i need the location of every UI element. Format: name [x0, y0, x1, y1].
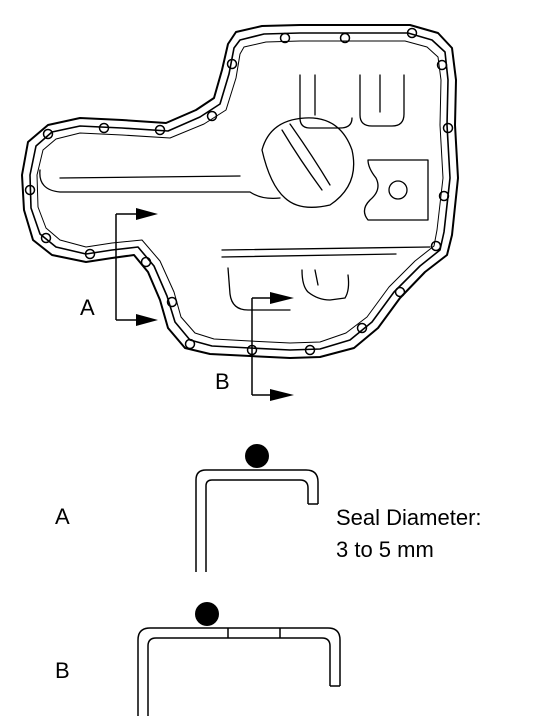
section-indicator-b: [251, 292, 294, 401]
section-b-arrow-upper: [270, 292, 294, 304]
section-b-profile-inner: [147, 637, 331, 716]
seal-diameter-note-line2: 3 to 5 mm: [336, 537, 434, 562]
section-b-profile-outer: [137, 627, 341, 716]
oil-pan-top-view: [21, 24, 459, 359]
cross-section-b: [137, 602, 341, 716]
section-b-label: B: [215, 369, 230, 394]
section-a-arrow-upper: [136, 208, 158, 220]
section-a-title: A: [55, 504, 70, 529]
pan-interior-features: [39, 74, 431, 311]
pan-innermost-line: [36, 40, 444, 344]
cross-section-a: [195, 444, 319, 572]
section-a-arrow-lower: [136, 314, 158, 326]
section-b-arrow-lower: [270, 389, 294, 401]
section-a-label: A: [80, 295, 95, 320]
bolt-holes: [24, 27, 454, 356]
section-a-seal-bead: [245, 444, 269, 468]
seal-diameter-note-line1: Seal Diameter:: [336, 505, 482, 530]
section-a-profile-outer: [195, 469, 319, 572]
section-b-seal-bead: [195, 602, 219, 626]
pan-outer-flange: [21, 24, 459, 359]
section-b-title: B: [55, 658, 70, 683]
section-a-profile-inner: [205, 479, 309, 572]
section-indicator-a: [115, 208, 158, 326]
